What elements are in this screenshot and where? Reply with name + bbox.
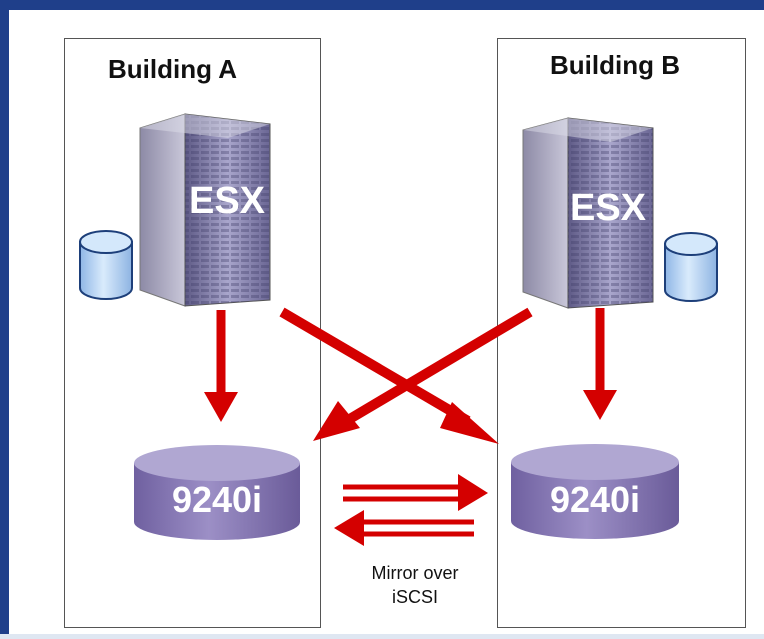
storage-b-label: 9240i	[550, 479, 640, 520]
server-b-icon: ESX	[522, 117, 654, 309]
building-a-title: Building A	[108, 54, 238, 84]
storage-a-label: 9240i	[172, 479, 262, 520]
arrow-server-b-to-storage-b	[583, 308, 617, 420]
frame-left-border	[0, 0, 9, 639]
frame-bottom-strip	[0, 634, 764, 639]
local-disk-b-icon	[664, 232, 718, 302]
arrow-server-a-to-storage-b	[279, 307, 499, 444]
arrow-server-b-to-storage-a	[313, 307, 533, 441]
server-b-label: ESX	[570, 187, 647, 229]
mirror-caption-line1: Mirror over	[371, 563, 459, 583]
arrow-server-a-to-storage-a	[204, 310, 238, 422]
storage-a-icon: 9240i	[134, 445, 300, 540]
server-a-label: ESX	[189, 180, 266, 222]
mirror-caption-line2: iSCSI	[391, 587, 438, 607]
mirror-caption: Mirror over iSCSI	[345, 561, 485, 609]
building-b-title: Building B	[550, 50, 680, 80]
mirror-arrow-right	[343, 474, 488, 511]
mirror-arrow-left	[334, 510, 474, 546]
storage-b-icon: 9240i	[511, 444, 679, 539]
local-disk-a-icon	[79, 230, 133, 300]
frame-top-border	[0, 0, 764, 10]
server-a-icon: ESX	[139, 113, 271, 307]
